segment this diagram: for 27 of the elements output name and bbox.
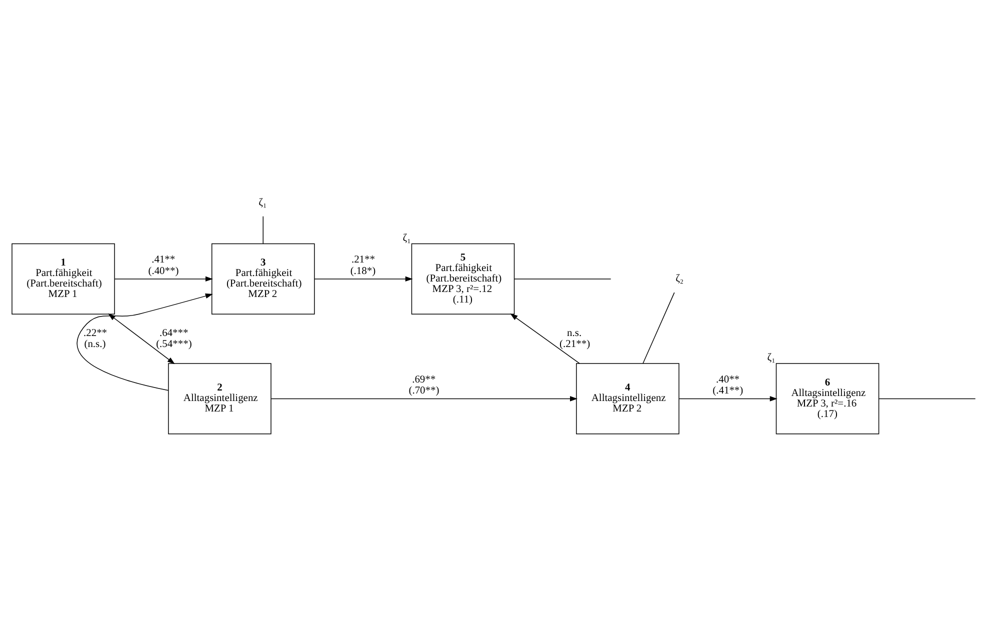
- arrow: [314, 276, 412, 282]
- node-text: ζ₂: [675, 273, 684, 284]
- arrow: [270, 396, 577, 401]
- edge-label: .41** (.40**): [148, 254, 178, 276]
- connector: [514, 278, 611, 279]
- edge-label: .40** (.41**): [712, 374, 743, 396]
- arrow: [510, 313, 580, 364]
- arrow: [114, 276, 212, 282]
- node-text: ζ₁: [258, 196, 266, 208]
- arrow: [678, 396, 777, 401]
- node-box: 3 Part.fähigkeit (Part.bereitschaft) MZP 2: [210, 242, 314, 314]
- node-box: 4 Alltagsintelligenz MZP 2: [576, 362, 679, 434]
- connector: [878, 398, 976, 399]
- edge-label: .69** (.70**): [408, 374, 439, 396]
- edge-label: n.s. (.21**): [559, 327, 590, 350]
- edge-label: .64*** (.54***): [156, 327, 192, 350]
- connector: [642, 292, 674, 364]
- node-box: 1 Part.fähigkeit (Part.bereitschaft) MZP 1: [11, 242, 114, 314]
- node-box: 2 Alltagsintelligenz MZP 1: [168, 362, 271, 434]
- node-box: 6 Alltagsintelligenz MZP 3, r²=.16 (.17): [775, 362, 879, 434]
- node-box: 5 Part.fähigkeit (Part.bereitschaft) MZP 3, r²=.12 (.11): [410, 242, 514, 314]
- arrow: [76, 292, 212, 390]
- node-label: ζ₁: [402, 232, 410, 244]
- connector: [262, 216, 263, 244]
- edge-label: .22** (n.s.): [82, 327, 107, 350]
- node-label: ζ₁: [766, 352, 775, 364]
- edge-label: .21** (.18*): [350, 254, 376, 276]
